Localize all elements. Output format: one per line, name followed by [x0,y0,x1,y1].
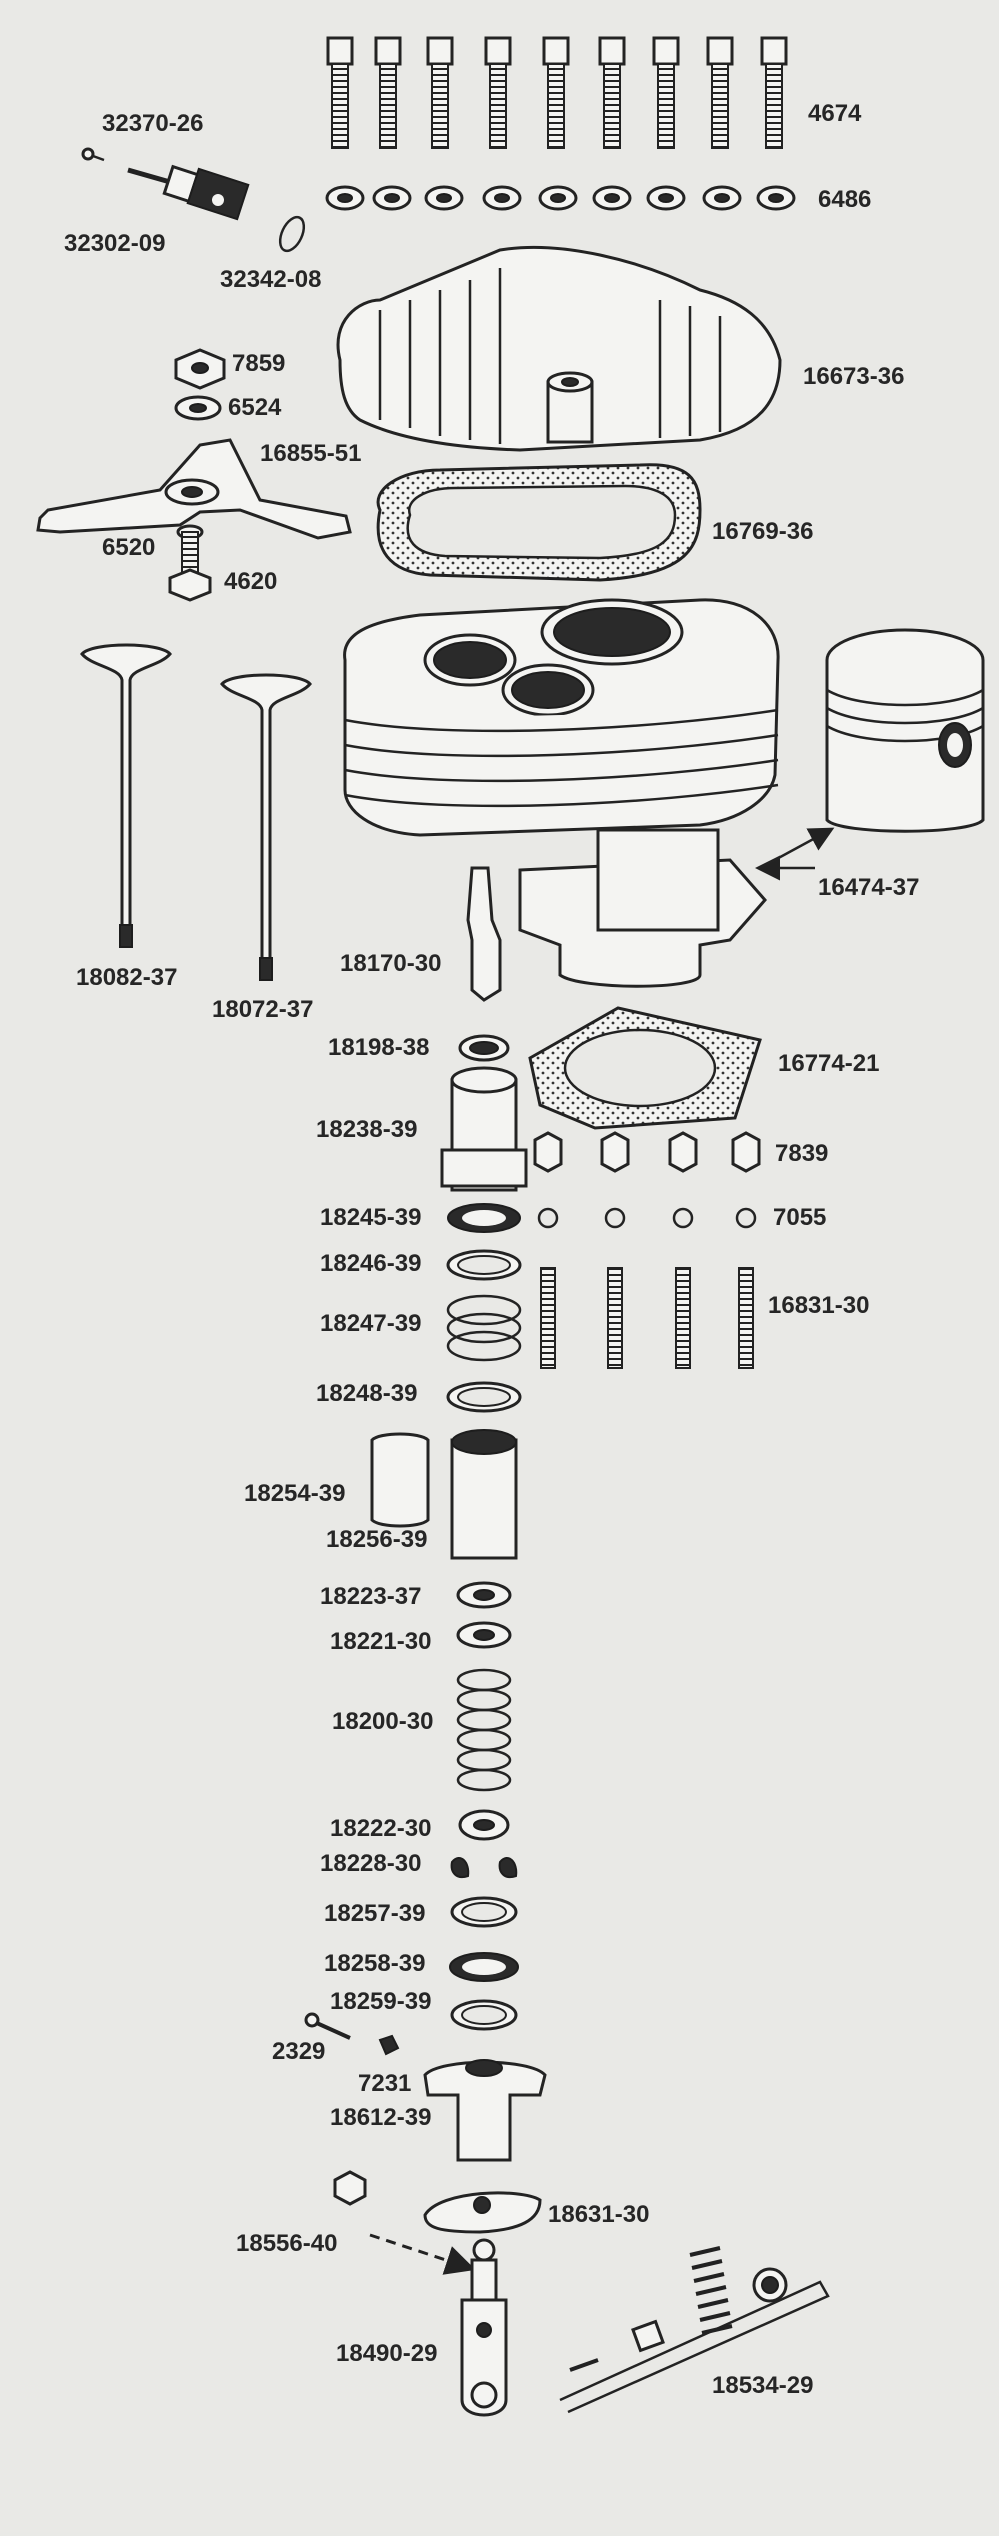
part-label-2329: 2329 [272,2038,326,2065]
part-label-18631-30: 18631-30 [548,2201,650,2228]
part-label-7231: 7231 [358,2070,412,2097]
intake-valve [220,673,312,981]
head-bolt [542,36,570,149]
part-label-18170-30: 18170-30 [340,950,442,977]
cylinder-studs [533,1131,761,1369]
part-label-16769-36: 16769-36 [712,518,814,545]
part-label-6486: 6486 [818,186,872,213]
part-label-16855-51: 16855-51 [260,440,362,467]
part-label-16774-21: 16774-21 [778,1050,880,1077]
part-label-4674: 4674 [808,100,862,127]
tappet-assembly [333,2170,508,2417]
part-label-18257-39: 18257-39 [324,1900,426,1927]
part-label-18072-37: 18072-37 [212,996,314,1023]
part-label-18198-38: 18198-38 [328,1034,430,1061]
part-label-18223-37: 18223-37 [320,1583,422,1610]
part-label-18228-30: 18228-30 [320,1850,422,1877]
part-label-16474-37: 16474-37 [818,874,920,901]
part-label-32342-08: 32342-08 [220,266,322,293]
part-label-18254-39: 18254-39 [244,1480,346,1507]
part-label-6520: 6520 [102,534,156,561]
tappet-guide-stack [304,866,547,2234]
head-bolt [374,36,402,149]
part-label-18200-30: 18200-30 [332,1708,434,1735]
part-label-4620: 4620 [224,568,278,595]
part-label-18259-39: 18259-39 [330,1988,432,2015]
cylinder-head [336,245,782,452]
head-bolt [760,36,788,149]
head-bolt [484,36,512,149]
head-bolts [326,36,788,149]
cylinder [343,598,780,988]
part-label-18258-39: 18258-39 [324,1950,426,1977]
part-label-18222-30: 18222-30 [330,1815,432,1842]
spark-plug [81,147,306,253]
part-label-7859: 7859 [232,350,286,377]
part-label-18534-29: 18534-29 [712,2372,814,2399]
part-label-18082-37: 18082-37 [76,964,178,991]
part-label-6524: 6524 [228,394,282,421]
head-bolt [326,36,354,149]
head-bolt [652,36,680,149]
part-label-18248-39: 18248-39 [316,1380,418,1407]
part-label-18612-39: 18612-39 [330,2104,432,2131]
part-label-18556-40: 18556-40 [236,2230,338,2257]
exhaust-valve [80,643,172,948]
part-label-7839: 7839 [775,1140,829,1167]
part-label-18238-39: 18238-39 [316,1116,418,1143]
head-bolt [706,36,734,149]
roller-kit [559,2246,830,2414]
part-label-16673-36: 16673-36 [803,363,905,390]
part-label-32370-26: 32370-26 [102,110,204,137]
part-label-18245-39: 18245-39 [320,1204,422,1231]
head-gasket [376,463,702,582]
head-bolt [598,36,626,149]
part-label-7055: 7055 [773,1204,827,1231]
bracket-hardware [36,348,352,602]
head-washers [325,185,796,211]
piston [825,628,985,833]
cylinder-base-gasket [528,1006,762,1130]
part-label-18221-30: 18221-30 [330,1628,432,1655]
part-label-32302-09: 32302-09 [64,230,166,257]
head-bolt [426,36,454,149]
part-label-18246-39: 18246-39 [320,1250,422,1277]
part-label-18256-39: 18256-39 [326,1526,428,1553]
part-label-18247-39: 18247-39 [320,1310,422,1337]
part-label-18490-29: 18490-29 [336,2340,438,2367]
part-label-16831-30: 16831-30 [768,1292,870,1319]
